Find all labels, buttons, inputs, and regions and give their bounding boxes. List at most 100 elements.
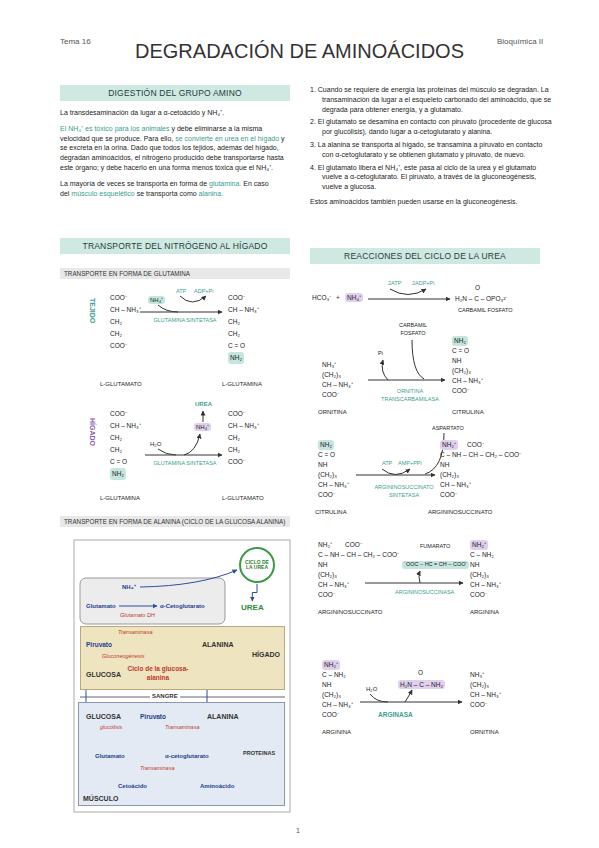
label-text: CH₂ [110,432,141,444]
text-block: CITRULINA [315,508,347,516]
label-text: Tema 16 [60,36,91,47]
label-text: COO⁻ [228,408,259,420]
node-text: ALANINA [207,713,239,720]
text-block: 2ADP+Pi [412,280,434,288]
reaction-arrow [382,360,388,380]
node-text: MÚSCULO [83,795,118,802]
text-block: GLUTAMINA SINTETASA [152,317,218,325]
text-block: Aminoácido [200,782,234,790]
node-text: REACCIONES DEL CICLO DE LA UREA [314,251,536,261]
label-text: GLUTAMINA SINTETASA [152,460,218,468]
text-block: 2.El glutamato se desamina en contacto c… [310,117,552,137]
label-text: (CH₂)₃ [322,690,353,700]
text-block: 4.El glutamato libera el NH₄⁺, este pasa… [310,163,552,192]
label-text: C = O [318,450,349,460]
label-text: L-GLUTAMATO [100,380,142,388]
subsection-heading: TRANSPORTE EN FORMA DE ALANINA (CICLO DE… [60,516,290,527]
label-text: El glutamato se desamina en contacto con… [318,118,552,135]
text-block: α-Cetoglutarato [160,602,205,610]
label-text: C = O [228,340,259,352]
text-block: Estos aminoácidos también pueden usarse … [310,197,540,207]
text-block: ATP [382,460,392,468]
label-text: 2ATP [388,280,401,288]
label-text: NH₄⁺ [148,296,165,304]
text-block: Piruvato [86,640,112,649]
text-block: HÍGADO [87,418,97,446]
text-block: Bioquímica II [497,36,543,47]
reaction-arrow [370,694,388,702]
label-text: FUMARATO [420,543,450,551]
text-block: ARGININA [470,608,499,616]
section-heading: TRANSPORTE DEL NITRÓGENO AL HÍGADO [60,238,290,254]
label-text: CITRULINA [452,408,484,416]
label-text: CH – NH₃⁺ [322,700,353,710]
label-text: CH – NH₃⁺ [440,480,521,490]
label-text: 1. [310,86,316,93]
text-block: NH₂C = ONH(CH₂)₃CH – NH₃⁺COO⁻ [452,336,483,396]
text-block: COO⁻ [345,540,362,549]
label-text: COO⁻ [110,340,141,352]
text-block: ARGININA [322,728,351,736]
label-text: (CH₂)₃ [440,470,521,480]
text-block: COO⁻CH – NH₃⁺CH₂CH₂C = ONH₂ [110,408,141,480]
label-text: L-GLUTAMINA [100,494,140,502]
label-text: ARGININA [322,728,351,736]
node-text: GLUCOSA [86,713,121,720]
label-text: C = O [110,456,141,468]
label-text: CH – NH₃⁺ [228,304,259,316]
text-block: NH₂⁺C – NH – CH – CH₂ – COO⁻NH(CH₂)₃CH –… [318,540,399,600]
text-block: O [475,283,480,292]
label-text: H₂O [366,685,377,693]
label-text: ORNITINA [318,408,347,416]
node-text: TRANSPORTE DEL NITRÓGENO AL HÍGADO [64,241,286,251]
label-text: COO⁻ [470,590,501,600]
label-text: NH₃⁺ [322,360,353,370]
label-text: L-GLUTAMINA [222,380,262,388]
label-text: C = O [452,346,483,356]
label-text: UREA [195,400,212,408]
label-text: Bioquímica II [497,36,543,47]
text-block: AMP+PPi [398,460,422,468]
label-text: glucólisis [100,724,122,732]
label-text: CH₂ [110,328,141,340]
label-text: La alanina se transporta al hígado, se t… [318,141,543,158]
label-text: Estos aminoácidos también pueden usarse … [310,197,540,207]
text-block: La mayoría de veces se transporta en for… [60,179,290,199]
text-block: Gluconeogénesis [102,653,145,661]
text-block: UREA [195,400,212,408]
label-text: CH₂ [228,328,259,340]
label-text: NH₂ [318,440,334,450]
label-text: CH₂ [228,432,259,444]
text-block: NH₂C = ONH(CH₂)₃CH – NH₃⁺COO⁻ [318,440,349,500]
text-block: ADP+Pi [194,288,213,296]
label-text: AMP+PPi [398,460,422,468]
label-text: ARGININA [470,608,499,616]
metabolite-box: ALANINA [205,712,209,714]
label-text: Transaminasa [118,629,152,637]
label-text: ATP [382,460,392,468]
label-text: COO⁻ [318,490,349,500]
cycle-circle: CICLO DE LA UREA [238,546,276,584]
label-text: HÍGADO [87,418,97,446]
label-text: (CH₂)₃ [322,370,353,380]
reaction-arrow [360,702,462,703]
node-text: ALANINA [202,641,234,648]
reaction-arrow [203,411,204,422]
text-block: 1.Cuando se requiere de energía las prot… [310,85,552,114]
text-block: El NH₄⁺ es tóxico para los animalesy deb… [60,124,290,173]
label-text: se transporta como [137,190,197,197]
node-text: HÍGADO [252,651,280,658]
label-text: (CH₂)₃ [470,680,501,690]
reaction-arrow [368,380,445,381]
label-text: CH – NH₃⁺ [470,580,501,590]
label-text: NH₂ [228,352,244,364]
reaction-arrow [184,434,200,455]
label-text: El glutamato libera el NH₄⁺, este pasa a… [318,164,536,191]
text-block: ATP [176,288,186,296]
label-text: (CH₂)₃ [318,470,349,480]
reaction-arrow [158,305,178,312]
text-block: ⁻OOC – HC = CH – COO⁻ [402,561,469,569]
text-block: COO⁻CH – NH₃⁺CH₂CH₂COO⁻ [228,408,259,468]
label-text: Glutamato [95,752,125,760]
reaction-arrow [390,289,426,295]
